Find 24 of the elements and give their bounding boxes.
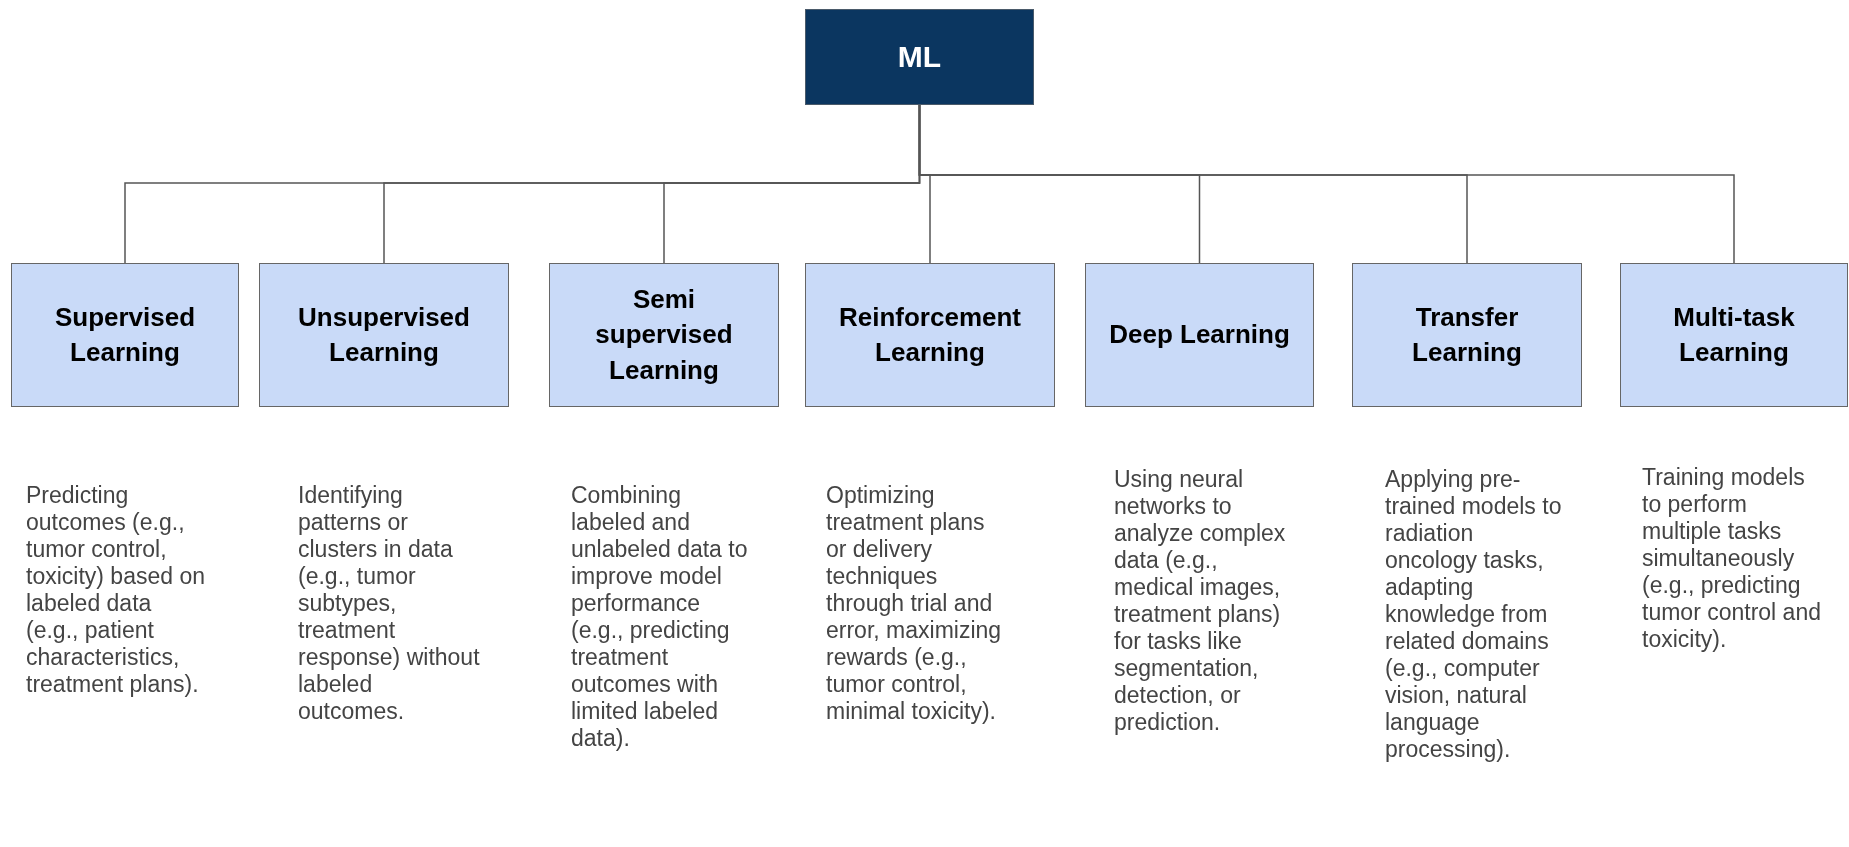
box-title: Transfer Learning [1411, 300, 1523, 369]
root-box [805, 9, 1034, 105]
description-text: Predicting outcomes (e.g., tumor control, toxicity) based on labeled data (e.g., patient characteristics, treatment plans). [26, 482, 206, 698]
description-text: Combining labeled and unlabeled data to improve model performance (e.g., predicting treatment outcomes with limited labeled data). [571, 482, 749, 752]
box-title: Semi supervised Learning [594, 283, 734, 387]
description-text: Optimizing treatment plans or delivery techniques through trial and error, maximizing rewards (e.g., tumor control, minimal toxicity). [826, 482, 1003, 725]
box-title: Unsupervised Learning [297, 300, 471, 369]
box-title: ML [897, 38, 942, 75]
category-box [805, 263, 1055, 407]
category-box [549, 263, 779, 407]
category-box [11, 263, 239, 407]
category-box [1352, 263, 1582, 407]
description-text: Training models to perform multiple tasks simultaneously (e.g., predicting tumor control and toxicity). [1642, 464, 1822, 653]
box-title: Deep Learning [1109, 318, 1290, 352]
description-text: Using neural networks to analyze complex data (e.g., medical images, treatment plans) for tasks like segmentation, detection, or prediction. [1114, 466, 1287, 736]
category-box [259, 263, 509, 407]
category-box [1620, 263, 1848, 407]
description-text: Identifying patterns or clusters in data (e.g., tumor subtypes, treatment response) without labeled outcomes. [298, 482, 480, 725]
connector-line [918, 104, 1735, 264]
category-box [1085, 263, 1314, 407]
box-title: Multi-task Learning [1672, 300, 1796, 369]
box-title: Supervised Learning [53, 300, 197, 369]
box-title: Reinforcement Learning [837, 300, 1022, 369]
description-text: Applying pre-trained models to radiation oncology tasks, adapting knowledge from related domains (e.g., computer vision, natural language processing). [1385, 466, 1563, 763]
